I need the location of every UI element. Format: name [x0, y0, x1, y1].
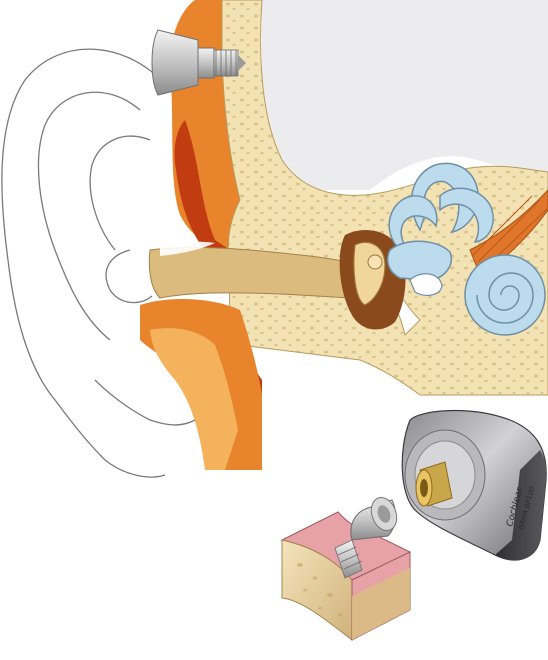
abutment-neck	[198, 48, 214, 78]
stapes	[410, 274, 442, 296]
ossicle-head	[368, 255, 382, 269]
cranial-cavity	[262, 0, 548, 190]
abutment-cup	[152, 30, 198, 95]
fixture-screw	[214, 50, 238, 76]
